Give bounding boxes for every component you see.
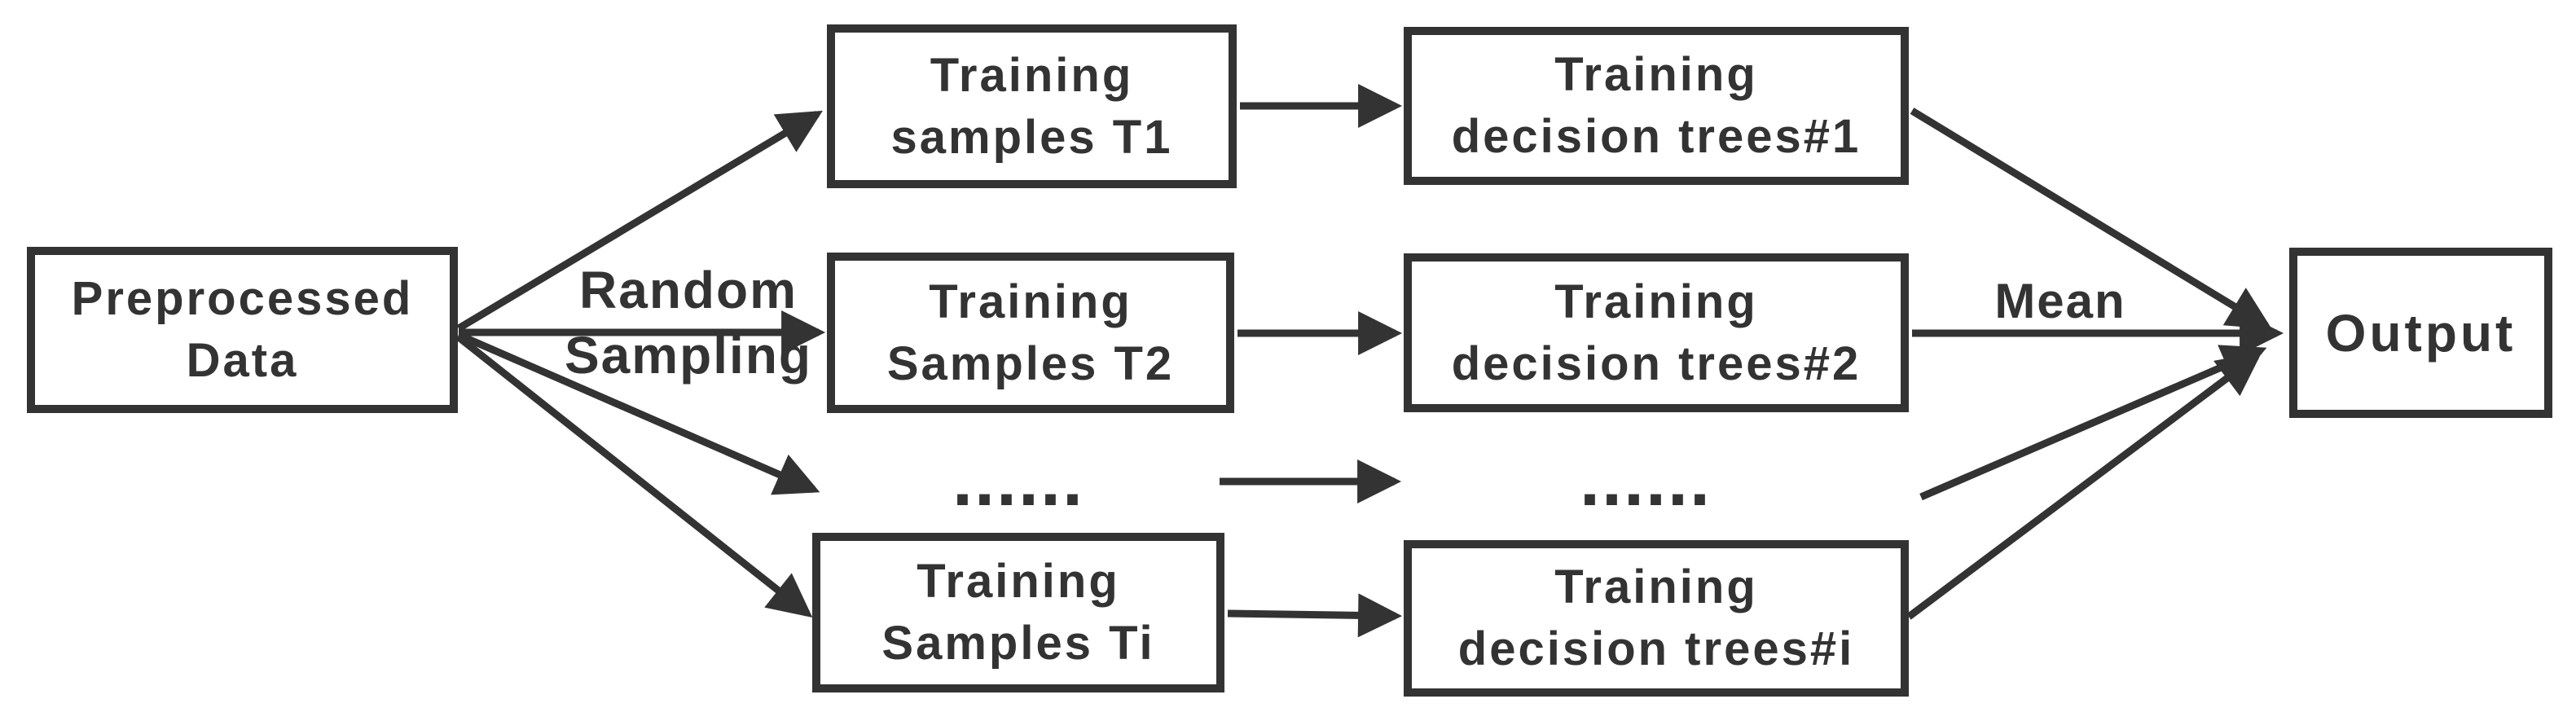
arrow-ellipsis-to-output bbox=[1919, 345, 2267, 501]
node-training-samples-ti: Training Samples Ti bbox=[812, 533, 1224, 692]
label-mean: Mean bbox=[1994, 274, 2126, 328]
node-label-line: samples T1 bbox=[890, 110, 1173, 164]
node-training-samples-t1: Training samples T1 bbox=[827, 24, 1237, 188]
arrow-trees-1-to-output bbox=[1910, 108, 2272, 330]
node-label-line: Samples Ti bbox=[881, 617, 1155, 670]
node-label-line: Training bbox=[930, 48, 1134, 102]
node-training-decision-trees-i: Training decision trees#i bbox=[1404, 540, 1909, 697]
label-random-sampling: Random Sampling bbox=[564, 261, 813, 385]
arrow-preprocessed-to-ellipsis bbox=[457, 331, 820, 495]
arrow-preprocessed-to-samples-ti bbox=[456, 334, 813, 618]
node-label-line: Training bbox=[917, 555, 1120, 608]
node-label-line: decision trees#1 bbox=[1451, 110, 1862, 163]
node-training-decision-trees-1: Training decision trees#1 bbox=[1404, 27, 1909, 185]
node-output: Output bbox=[2289, 248, 2552, 418]
node-preprocessed-data: Preprocessed Data bbox=[27, 247, 458, 413]
arrow-samples-ti-to-trees-i bbox=[1227, 593, 1403, 638]
node-label-line: Training bbox=[929, 275, 1132, 328]
arrow-trees-i-to-output bbox=[1906, 352, 2262, 620]
node-training-samples-t2: Training Samples T2 bbox=[827, 253, 1234, 413]
node-training-decision-trees-2: Training decision trees#2 bbox=[1404, 253, 1909, 412]
node-label-line: Preprocessed bbox=[71, 272, 414, 325]
arrow-preprocessed-to-samples-t1 bbox=[456, 110, 823, 332]
ellipsis-left: ...... bbox=[952, 440, 1085, 521]
node-label-line: Training bbox=[1554, 275, 1758, 328]
node-label-line: decision trees#2 bbox=[1451, 336, 1862, 390]
node-label-line: Data bbox=[186, 334, 299, 387]
ellipsis-right: ...... bbox=[1579, 440, 1712, 521]
node-label-line: Training bbox=[1554, 561, 1758, 613]
node-label-line: decision trees#i bbox=[1457, 622, 1855, 675]
node-label-line: Training bbox=[1554, 48, 1758, 101]
node-label-line: Output bbox=[2325, 303, 2517, 363]
node-label-line: Samples T2 bbox=[886, 336, 1175, 390]
